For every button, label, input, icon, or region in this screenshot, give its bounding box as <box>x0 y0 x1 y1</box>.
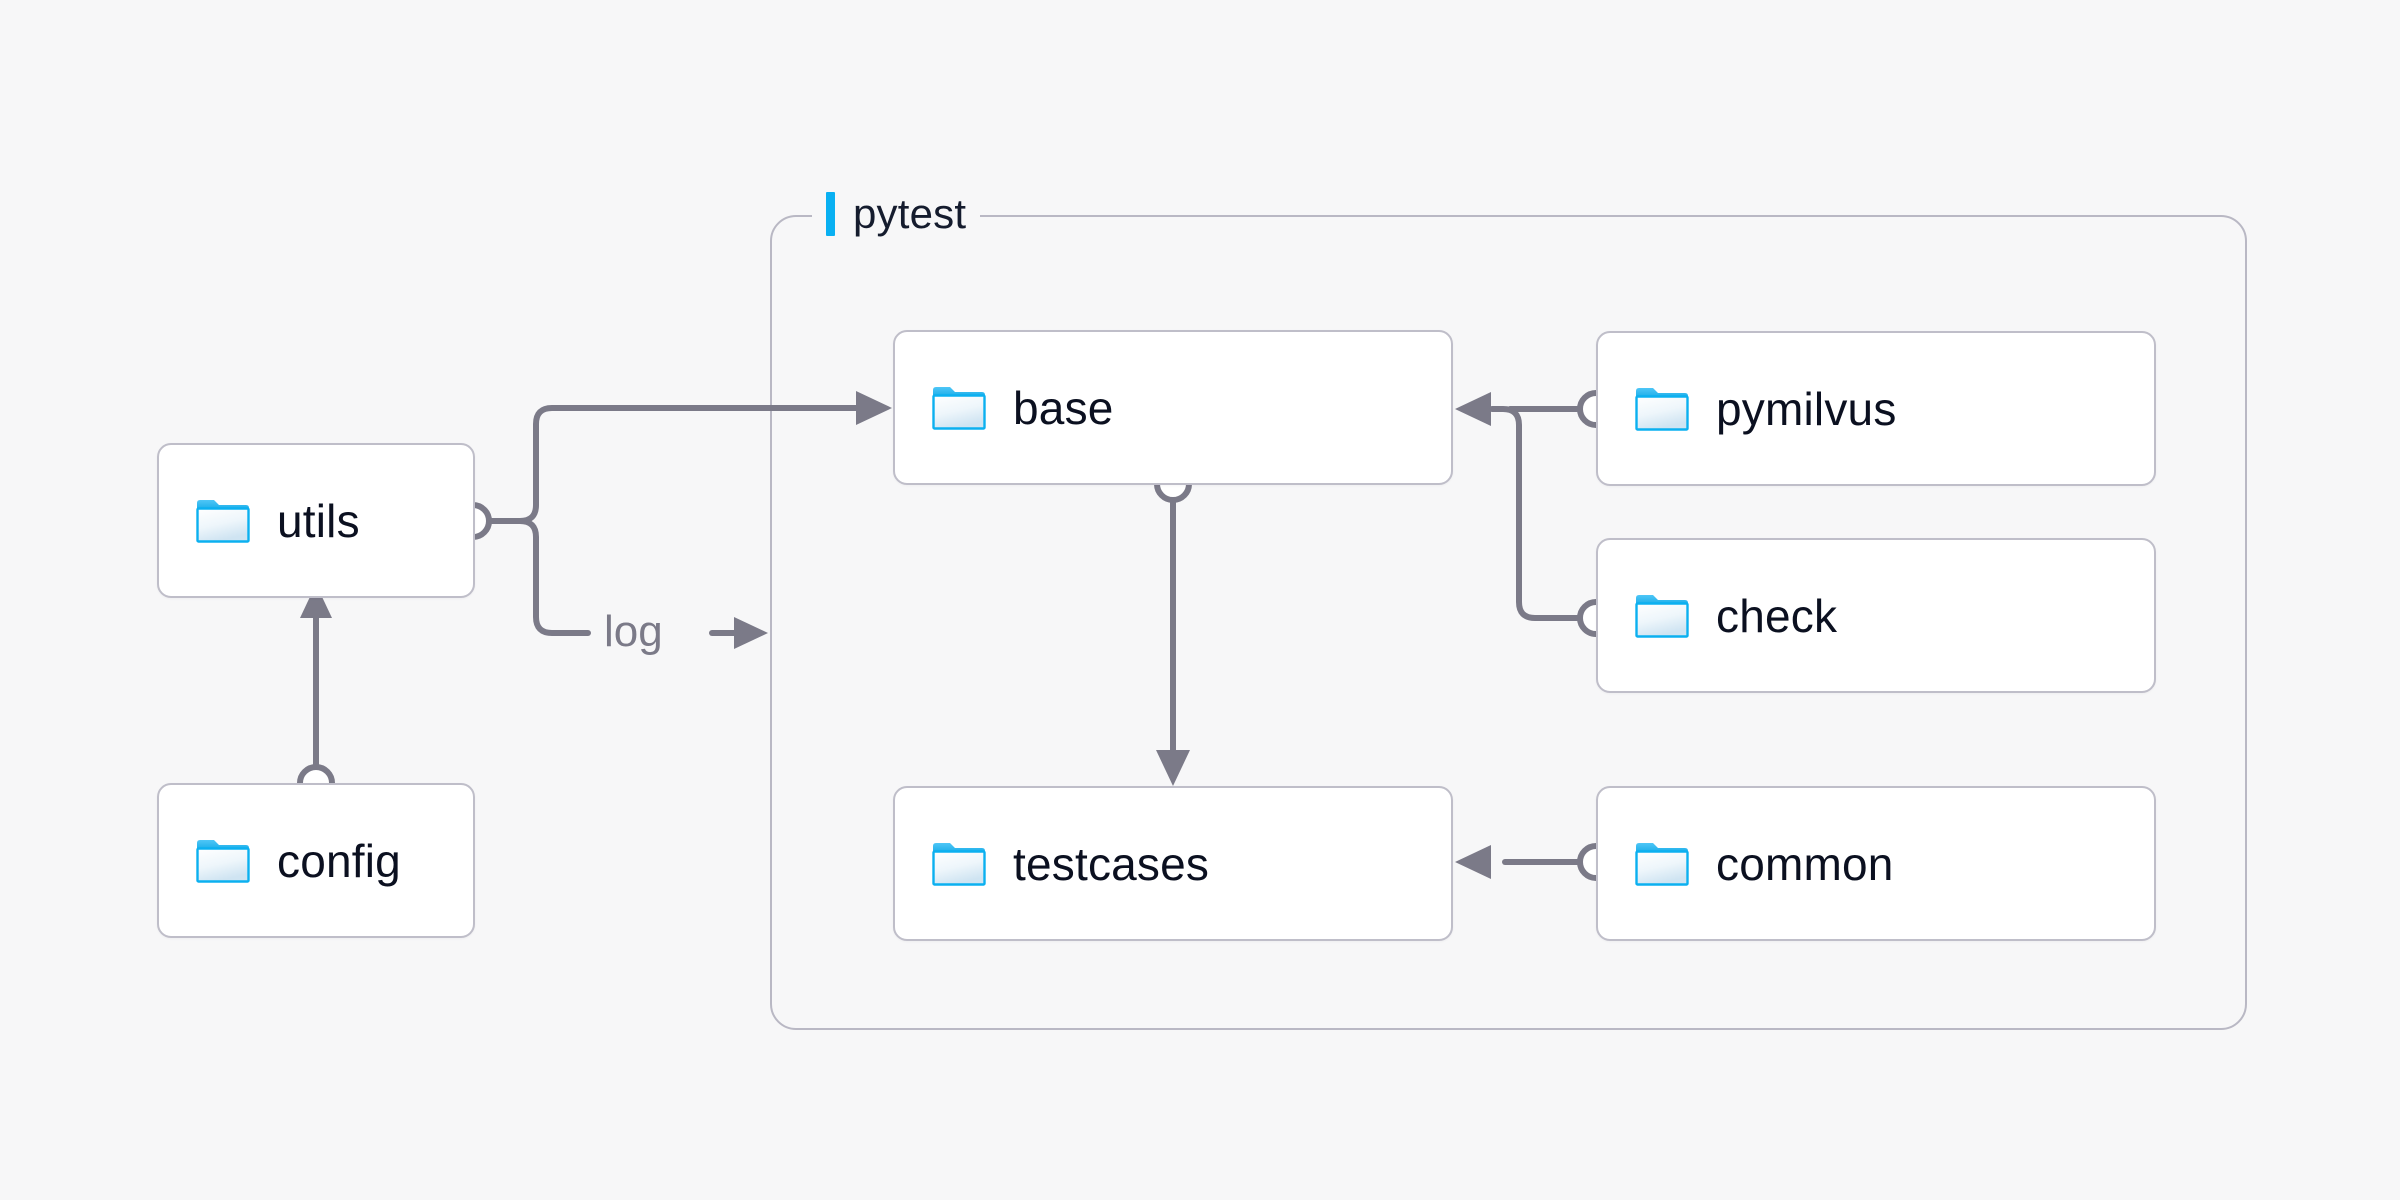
node-testcases-label: testcases <box>1013 837 1210 890</box>
node-utils[interactable]: utils <box>157 443 475 598</box>
group-pytest-label-text: pytest <box>853 190 967 237</box>
node-config[interactable]: config <box>157 783 475 938</box>
node-check-label: check <box>1716 589 1838 642</box>
node-utils-label: utils <box>277 494 360 547</box>
group-pytest[interactable] <box>770 215 2247 1030</box>
group-accent-bar-icon <box>826 192 835 236</box>
node-config-label: config <box>277 834 401 887</box>
edge-config-to-utils <box>297 584 335 802</box>
folder-icon <box>196 839 250 883</box>
folder-icon <box>932 386 986 430</box>
node-common[interactable]: common <box>1596 786 2156 941</box>
node-common-label: common <box>1716 837 1894 890</box>
folder-icon <box>932 842 986 886</box>
edge-label-log: log <box>604 607 663 656</box>
folder-icon <box>1635 842 1689 886</box>
node-base[interactable]: base <box>893 330 1453 485</box>
group-pytest-label: pytest <box>812 186 981 242</box>
node-check[interactable]: check <box>1596 538 2156 693</box>
node-testcases[interactable]: testcases <box>893 786 1453 941</box>
node-pymilvus[interactable]: pymilvus <box>1596 331 2156 486</box>
node-pymilvus-label: pymilvus <box>1716 382 1897 435</box>
node-base-label: base <box>1013 381 1114 434</box>
folder-icon <box>196 499 250 543</box>
folder-icon <box>1635 594 1689 638</box>
folder-icon <box>1635 387 1689 431</box>
